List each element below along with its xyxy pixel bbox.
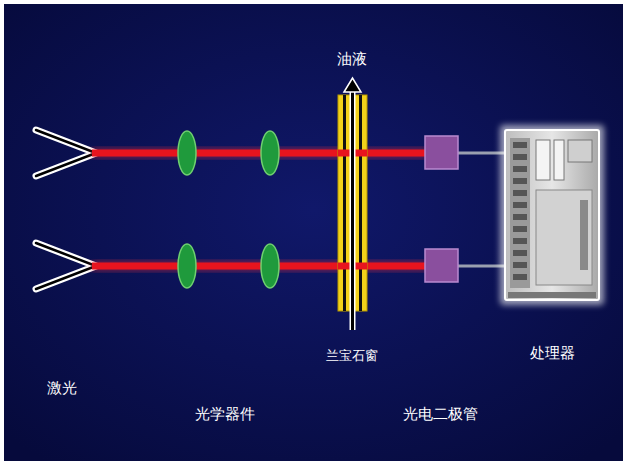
laser-label: 激光 xyxy=(47,379,77,397)
window-label: 兰宝石窗 xyxy=(326,348,378,364)
processor-slot xyxy=(513,154,527,160)
processor-slot xyxy=(513,142,527,148)
processor-slot xyxy=(513,274,527,280)
oil-flow-arrow xyxy=(344,78,361,330)
photodiode-label: 光电二极管 xyxy=(403,405,478,423)
processor-slot xyxy=(513,178,527,184)
processor-slot xyxy=(513,166,527,172)
photodiode xyxy=(425,136,458,282)
background-panel xyxy=(4,4,623,461)
processor-slot xyxy=(513,226,527,232)
processor-label: 处理器 xyxy=(530,344,575,362)
oil-label: 油液 xyxy=(337,50,367,68)
lens xyxy=(178,131,279,288)
processor-unit xyxy=(500,125,604,305)
processor-slot xyxy=(513,238,527,244)
processor-slot xyxy=(513,214,527,220)
processor-slot xyxy=(513,250,527,256)
laser-source xyxy=(36,130,96,289)
processor-slot xyxy=(513,190,527,196)
processor-slot xyxy=(513,202,527,208)
processor-slot xyxy=(513,262,527,268)
laser-beam xyxy=(92,148,427,271)
optics-label: 光学器件 xyxy=(195,405,255,423)
